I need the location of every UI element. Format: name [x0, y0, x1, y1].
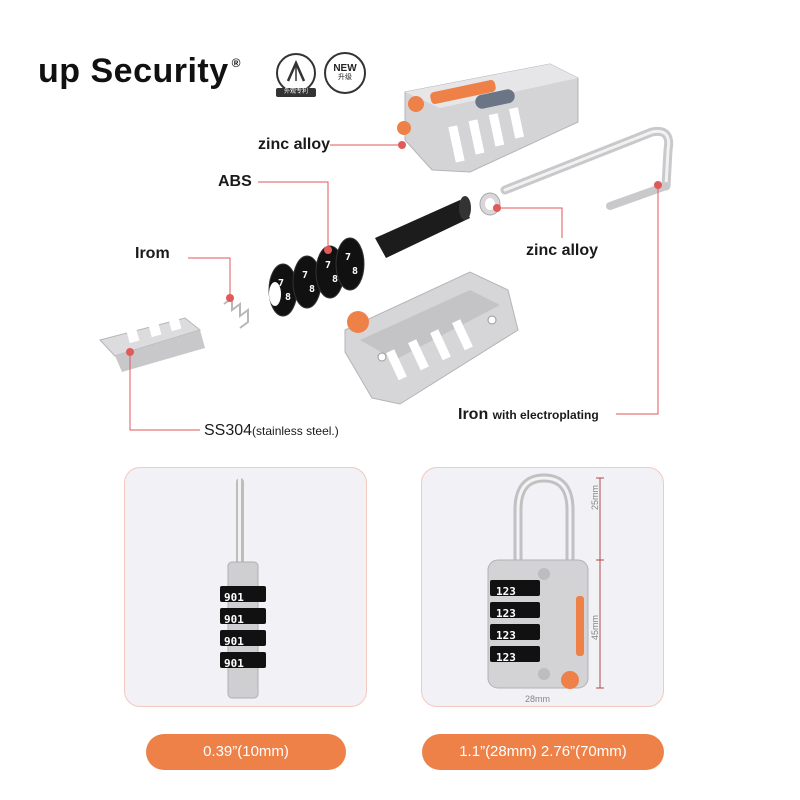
label-abs: ABS — [218, 173, 252, 190]
dial-wheels: 87 87 87 87 — [268, 237, 365, 317]
svg-text:8: 8 — [309, 284, 315, 295]
brand-name: up Security — [38, 52, 229, 90]
label-irom: Irom — [135, 245, 170, 262]
svg-text:8: 8 — [285, 292, 291, 303]
front-dial-3: 123 — [496, 629, 516, 642]
dim-shackle: 25mm — [590, 484, 600, 510]
registered-mark: ® — [231, 56, 242, 70]
label-ss304: SS304(stainless steel.) — [204, 422, 339, 440]
side-dial-2: 901 — [224, 613, 244, 626]
side-dials: 901 901 901 901 — [224, 587, 244, 675]
ss304-note: (stainless steel.) — [252, 424, 339, 438]
side-dial-1: 901 — [224, 591, 244, 604]
dim-body: 45mm — [590, 614, 600, 640]
svg-text:7: 7 — [302, 270, 308, 281]
iron-note: with electroplating — [492, 408, 599, 422]
front-dial-4: 123 — [496, 651, 516, 664]
new-badge-title: NEW — [333, 63, 357, 74]
svg-text:7: 7 — [325, 260, 331, 271]
brand-logo: up Security® — [38, 52, 241, 91]
bottom-housing — [344, 271, 519, 405]
upgrade-caption: 升级 — [338, 74, 352, 81]
label-iron: Iron with electroplating — [458, 406, 599, 424]
size-pill-left: 0.39”(10mm) — [146, 734, 346, 770]
abs-spindle — [375, 196, 471, 258]
front-dials: 123 123 123 123 — [496, 581, 516, 669]
side-dial-3: 901 — [224, 635, 244, 648]
front-dial-2: 123 — [496, 607, 516, 620]
svg-text:7: 7 — [345, 252, 351, 263]
design-patent-icon — [276, 53, 316, 93]
steel-plate — [99, 316, 205, 372]
iron-main: Iron — [458, 406, 489, 423]
new-upgrade-icon: NEW 升级 — [324, 52, 366, 94]
design-patent-caption: 外观专利 — [276, 88, 316, 97]
top-housing — [397, 63, 579, 173]
svg-text:7: 7 — [278, 278, 284, 289]
ss304-main: SS304 — [204, 422, 253, 439]
dim-width: 28mm — [525, 694, 551, 704]
svg-text:8: 8 — [332, 274, 338, 285]
front-dial-1: 123 — [496, 585, 516, 598]
svg-text:8: 8 — [352, 266, 358, 277]
shackle — [500, 126, 674, 210]
size-pill-right: 1.1”(28mm) 2.76”(70mm) — [422, 734, 664, 770]
pointer-lines — [129, 144, 659, 431]
label-zinc-alloy-top: zinc alloy — [258, 136, 331, 153]
label-zinc-alloy-right: zinc alloy — [526, 242, 599, 259]
side-dial-4: 901 — [224, 657, 244, 670]
